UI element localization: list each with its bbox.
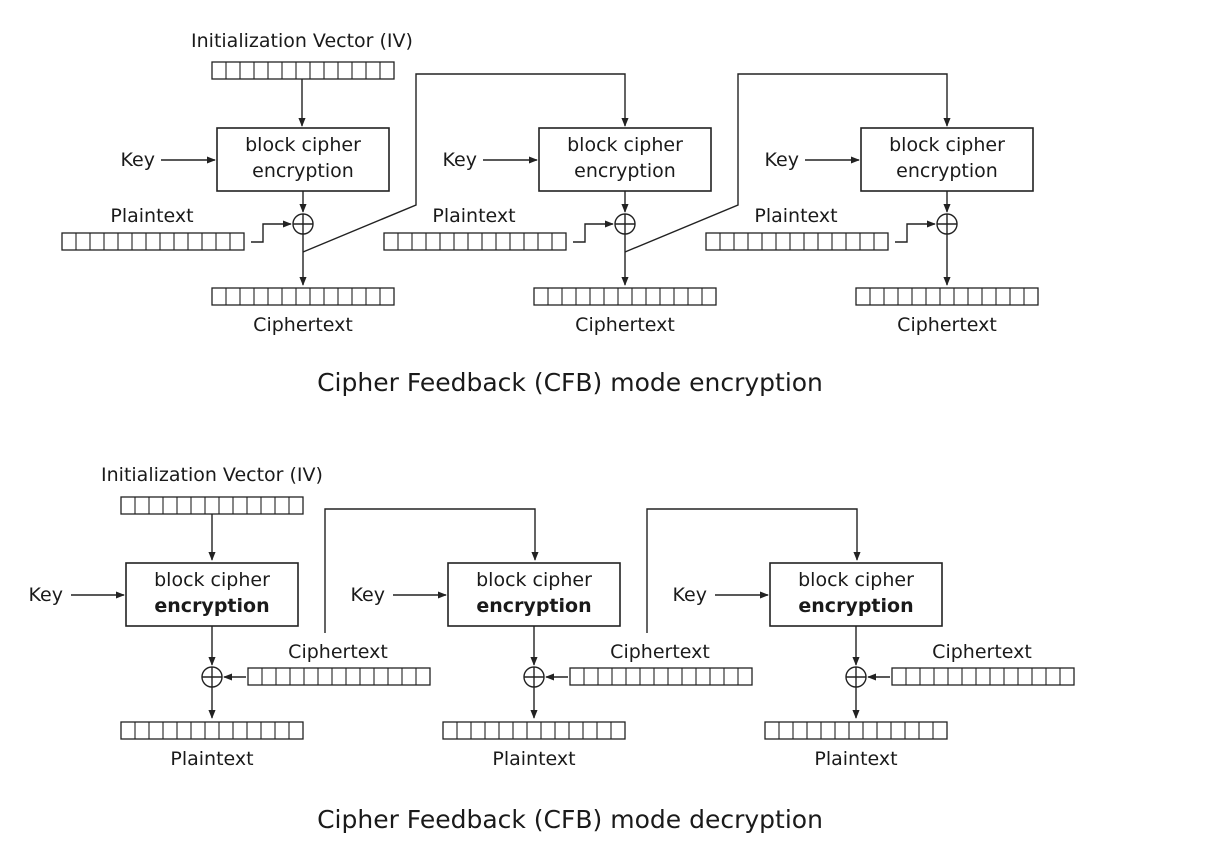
enc-block-label-3a: block cipher [889,134,1005,156]
enc-ciphertext-label-3: Ciphertext [897,314,997,336]
dec-block-label-1b: encryption [154,595,269,617]
enc-plaintext-register-2 [383,232,567,251]
decryption-diagram: Initialization Vector (IV) Key block cip… [29,464,1075,834]
enc-title: Cipher Feedback (CFB) mode encryption [317,368,823,397]
dec-block-cipher-1 [125,562,299,627]
enc-ciphertext-register-1 [211,287,395,306]
enc-iv-register [211,61,395,80]
xor-icon [936,213,958,235]
encryption-diagram: Initialization Vector (IV) Key block cip… [61,30,1039,397]
dec-key-label-2: Key [351,584,385,606]
dec-stage-1: Key block cipher encryption Ciphertext P… [29,508,539,770]
dec-block-label-3b: encryption [798,595,913,617]
enc-block-cipher-2 [538,127,712,192]
enc-block-cipher-1 [216,127,390,192]
dec-block-label-2b: encryption [476,595,591,617]
dec-block-label-3a: block cipher [798,569,914,591]
enc-key-label-2: Key [443,149,477,171]
dec-title: Cipher Feedback (CFB) mode decryption [317,805,823,834]
enc-block-cipher-3 [860,127,1034,192]
dec-plaintext-register-3 [764,721,948,740]
enc-block-label-1a: block cipher [245,134,361,156]
dec-ciphertext-register-3 [891,667,1075,686]
dec-plaintext-register-2 [442,721,626,740]
enc-block-label-2b: encryption [574,160,676,182]
dec-block-label-2a: block cipher [476,569,592,591]
enc-plaintext-register-3 [705,232,889,251]
enc-stage-2: Key block cipher encryption Plaintext Ci… [383,73,951,336]
enc-ciphertext-register-2 [533,287,717,306]
dec-key-label-1: Key [29,584,63,606]
enc-plaintext-label-3: Plaintext [754,205,837,227]
xor-icon [201,666,223,688]
enc-ciphertext-label-2: Ciphertext [575,314,675,336]
enc-block-label-2a: block cipher [567,134,683,156]
xor-icon [614,213,636,235]
xor-icon [523,666,545,688]
enc-key-label-3: Key [765,149,799,171]
dec-plaintext-register-1 [120,721,304,740]
xor-icon [292,213,314,235]
enc-ciphertext-register-3 [855,287,1039,306]
xor-icon [845,666,867,688]
dec-stage-2: Key block cipher encryption Ciphertext P… [351,508,861,770]
enc-plaintext-label-1: Plaintext [110,205,193,227]
dec-plaintext-label-3: Plaintext [814,748,897,770]
enc-plaintext-label-2: Plaintext [432,205,515,227]
dec-iv-label: Initialization Vector (IV) [101,464,323,486]
enc-ciphertext-label-1: Ciphertext [253,314,353,336]
enc-stage-1: Key block cipher encryption Plaintext Ci… [61,73,629,336]
enc-block-label-3b: encryption [896,160,998,182]
dec-block-label-1a: block cipher [154,569,270,591]
dec-ciphertext-register-1 [247,667,431,686]
dec-plaintext-label-2: Plaintext [492,748,575,770]
enc-key-label-1: Key [121,149,155,171]
dec-iv-register [120,496,304,515]
enc-block-label-1b: encryption [252,160,354,182]
enc-plaintext-register-1 [61,232,245,251]
dec-key-label-3: Key [673,584,707,606]
enc-iv-label: Initialization Vector (IV) [191,30,413,52]
dec-ciphertext-label-3: Ciphertext [932,641,1032,663]
enc-stage-3: Key block cipher encryption Plaintext Ci… [705,127,1039,336]
dec-ciphertext-label-2: Ciphertext [610,641,710,663]
dec-ciphertext-label-1: Ciphertext [288,641,388,663]
dec-stage-3: Key block cipher encryption Ciphertext P… [673,562,1075,770]
dec-plaintext-label-1: Plaintext [170,748,253,770]
dec-ciphertext-register-2 [569,667,753,686]
